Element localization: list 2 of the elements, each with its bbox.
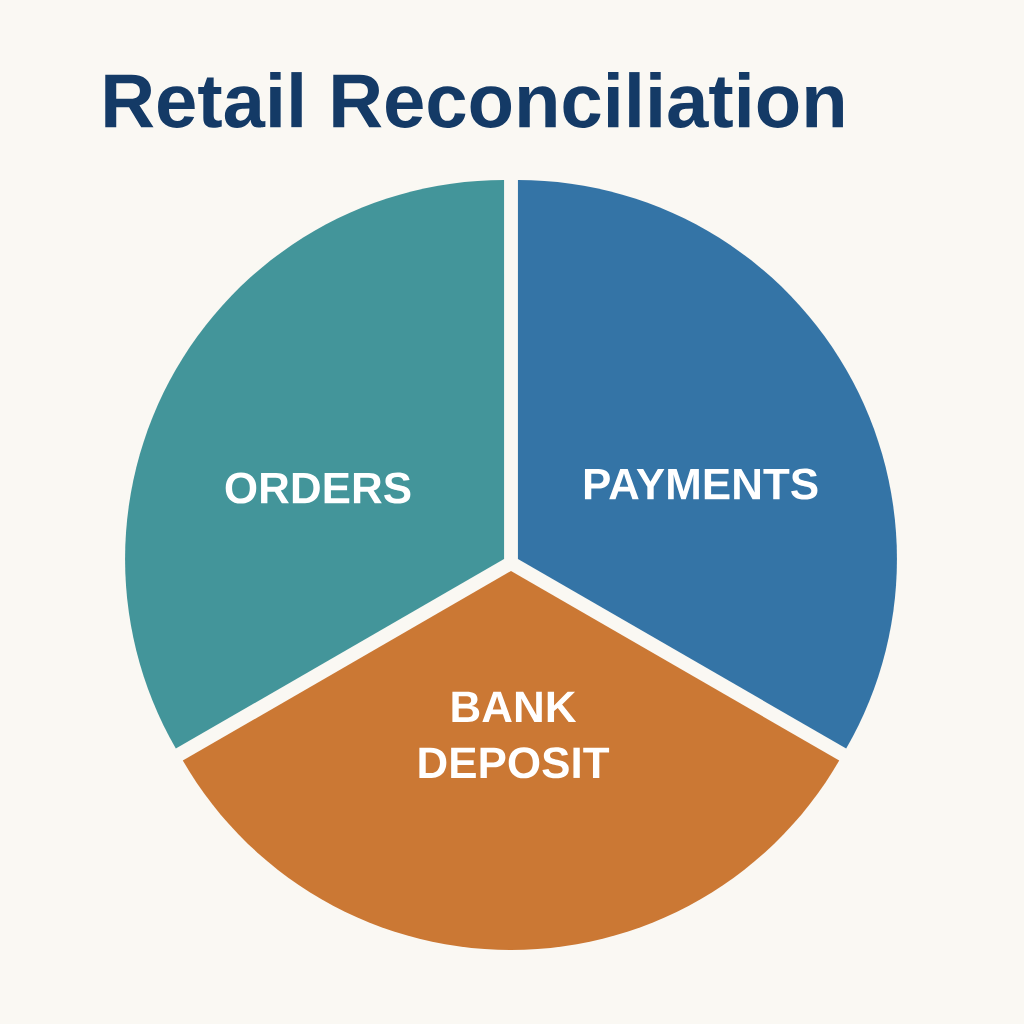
title: Retail Reconciliation xyxy=(105,72,843,128)
pie-slice: BANK DEPOSIT xyxy=(182,571,840,950)
